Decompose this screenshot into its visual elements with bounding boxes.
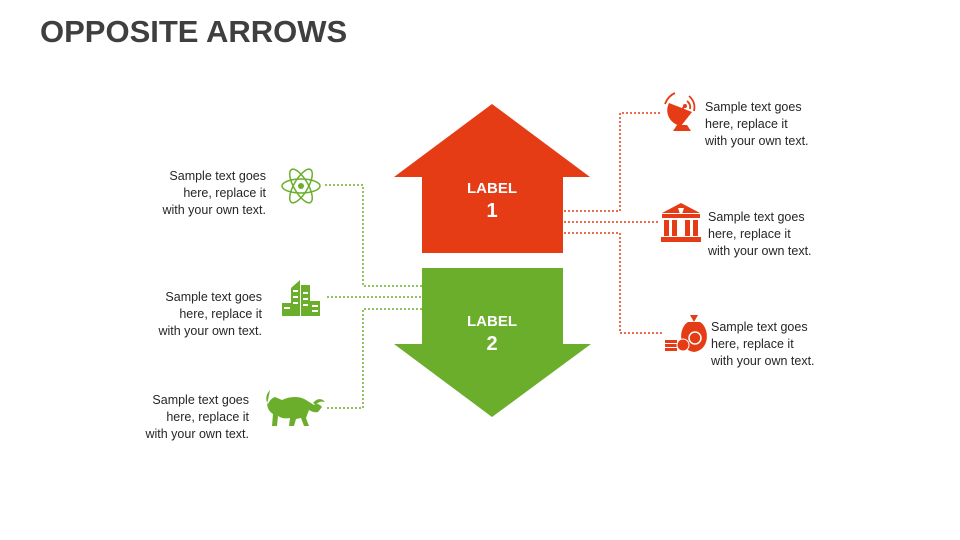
arrow-up-label-text: LABEL [467,180,517,197]
right-text-block-2: Sample text goes here, replace it with y… [708,209,878,260]
arrow-up-label-number: 1 [486,200,498,222]
text-line: Sample text goes [708,210,805,224]
page-title: OPPOSITE ARROWS [40,14,348,49]
green-connectors [325,184,424,409]
text-line: Sample text goes [705,100,802,114]
text-line: Sample text goes [152,393,249,407]
red-connectors [564,112,662,334]
text-line: Sample text goes [711,320,808,334]
connector-left-1 [325,184,424,287]
text-line: here, replace it [705,117,788,131]
text-line: here, replace it [166,410,249,424]
left-text-block-2: Sample text goes here, replace it with y… [92,289,262,340]
text-line: with your own text. [145,427,249,441]
right-text-block-3: Sample text goes here, replace it with y… [711,319,881,370]
arrow-down-shape [394,268,591,417]
arrow-down-label-text: LABEL [467,313,517,330]
text-line: with your own text. [708,244,812,258]
text-line: here, replace it [711,337,794,351]
atom-icon [281,168,321,204]
connector-right-1 [564,112,660,212]
arrow-down-label-number: 2 [486,333,498,355]
satellite-dish-icon [664,92,696,131]
text-line: here, replace it [708,227,791,241]
money-bag-icon [665,315,707,352]
connector-right-3 [564,232,662,334]
text-line: with your own text. [711,354,815,368]
text-line: here, replace it [179,307,262,321]
text-line: with your own text. [162,203,266,217]
arrow-up-label: LABEL 1 [432,180,552,224]
connector-left-3 [327,308,424,409]
text-line: Sample text goes [165,290,262,304]
text-line: here, replace it [183,186,266,200]
text-line: with your own text. [158,324,262,338]
bank-icon [661,203,701,242]
right-text-block-1: Sample text goes here, replace it with y… [705,99,875,150]
left-text-block-1: Sample text goes here, replace it with y… [96,168,266,219]
arrow-up-shape [394,104,590,253]
arrow-down-label: LABEL 2 [432,313,552,357]
text-line: with your own text. [705,134,809,148]
building-icon [282,280,320,316]
left-text-block-3: Sample text goes here, replace it with y… [79,392,249,443]
text-line: Sample text goes [169,169,266,183]
bull-icon [266,390,325,426]
